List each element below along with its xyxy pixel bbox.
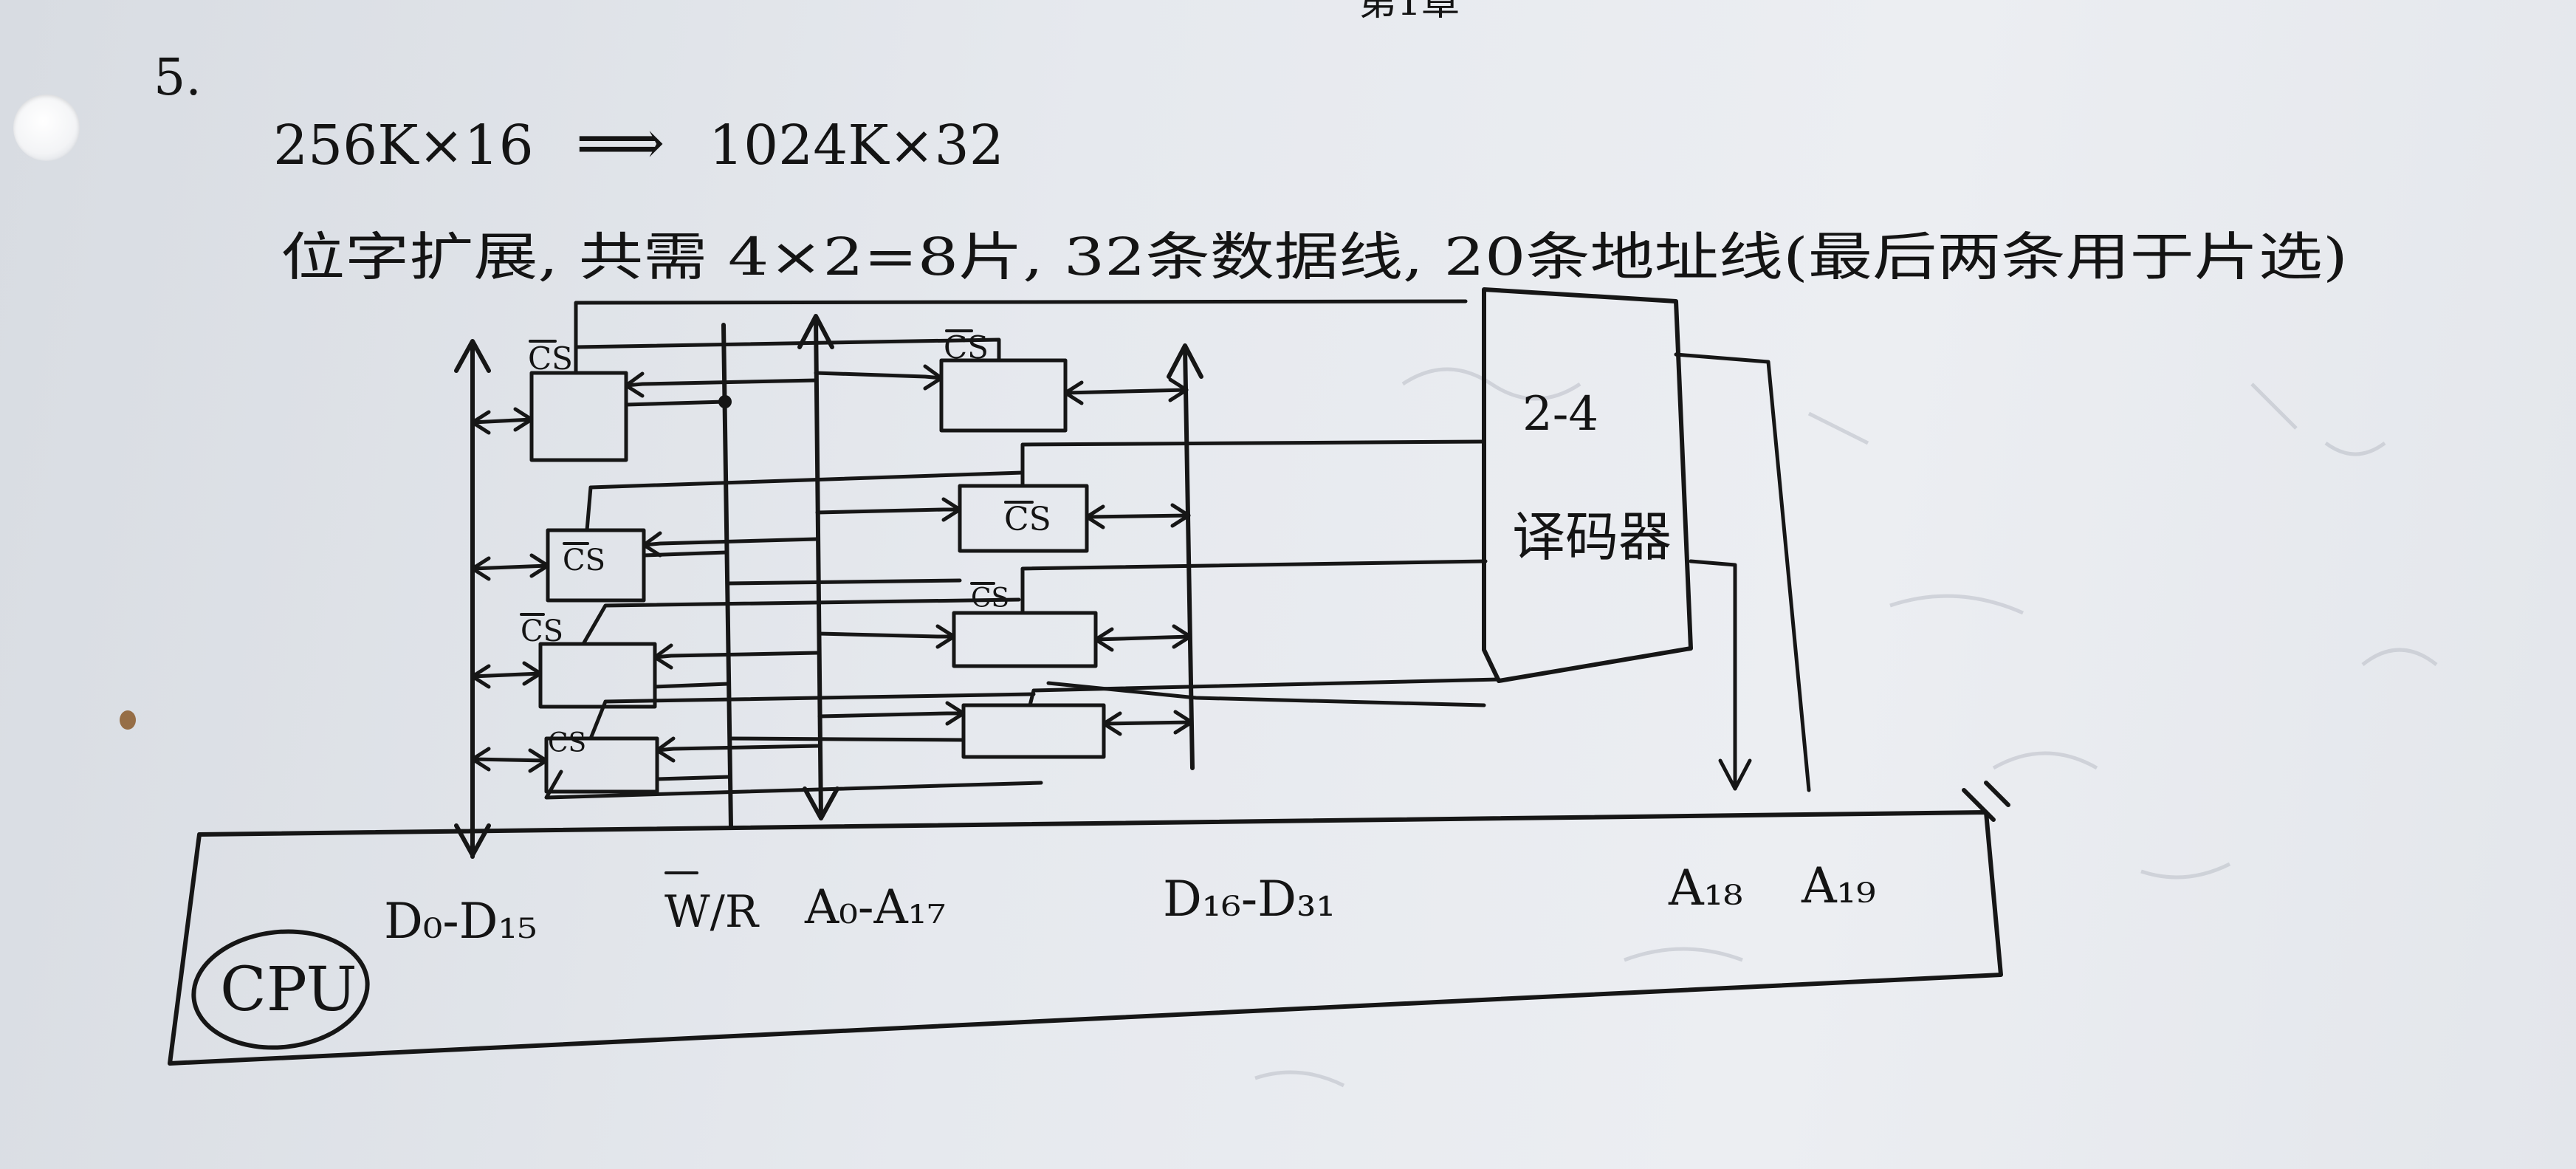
bus-label-d0-d15: D₀-D₁₅ (384, 893, 537, 950)
cpu-label: CPU (220, 955, 357, 1025)
bus-label-rw: W/R (664, 886, 760, 938)
implies-arrow-icon: ⟹ (576, 106, 664, 179)
decoder-box (1482, 287, 1693, 683)
cs-label-left-4: CS (548, 728, 586, 758)
data-low-bus-arrow-up (454, 339, 491, 373)
decoder-label-line1: 2-4 (1522, 387, 1598, 442)
paper-speck (120, 710, 136, 730)
cpu-circle (191, 929, 370, 1050)
addr-bus-arrow-up (797, 314, 834, 349)
rw-bus-line (721, 323, 733, 829)
decoder-2-4: 2-4 译码器 (1482, 287, 1693, 683)
vertical-buses (454, 314, 1203, 859)
bleed-through-marks (1254, 367, 2438, 1088)
chip-select-labels: CS CS CS CS CS CS CS (520, 329, 1051, 758)
bus-label-a19: A₁₉ (1801, 857, 1876, 914)
addr-bus-line (814, 315, 823, 820)
data-low-bus-arrow-down (454, 823, 491, 857)
data-high-bus-arrow-up (1167, 343, 1203, 379)
source-chip-spec: 256K×16 (273, 114, 534, 177)
cpu-outline (168, 810, 2003, 1066)
page-header-text: 第1章 (1359, 0, 1460, 24)
cs-label-right-1: CS (944, 329, 989, 366)
memory-chip-right-1 (939, 358, 1068, 433)
memory-chip-left-1 (529, 371, 628, 462)
problem-number: 5. (154, 49, 202, 107)
bus-label-d16-d31: D₁₆-D₃₁ (1163, 871, 1336, 928)
bus-label-a18: A₁₈ (1668, 860, 1743, 916)
addr-bus-arrow-down (803, 786, 839, 820)
memory-chip-right-3 (952, 611, 1098, 668)
cs-label-left-3: CS (521, 614, 563, 648)
decoder-label-line2: 译码器 (1512, 506, 1672, 568)
cs-label-left-1: CS (528, 340, 573, 377)
cpu-block (168, 781, 2010, 1066)
bus-label-a0-a17: A₀-A₁₇ (804, 880, 946, 935)
binder-hole (13, 95, 80, 161)
chip-column-left (470, 371, 822, 794)
chip-select-lines (544, 299, 1811, 800)
data-high-bus-line (1183, 345, 1195, 770)
cs-label-left-2: CS (563, 544, 605, 577)
memory-chip-left-3 (538, 642, 657, 709)
bus-labels: D₀-D₁₅ W/R A₀-A₁₇ D₁₆-D₃₁ A₁₈ A₁₉ (384, 857, 1876, 950)
memory-chip-right-4 (961, 703, 1106, 759)
expansion-note: 位字扩展, 共需 4×2=8片, 32条数据线, 20条地址线(最后两条用于片选… (281, 227, 2348, 287)
target-memory-spec: 1024K×32 (709, 114, 1004, 177)
memory-chip-left-4 (544, 736, 659, 794)
cs-label-right-2: CS (1004, 501, 1051, 538)
